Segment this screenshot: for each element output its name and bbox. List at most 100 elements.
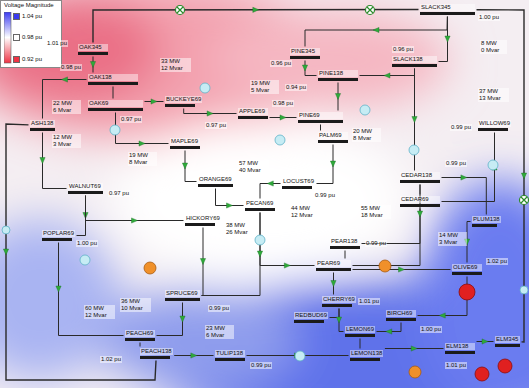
- bus-name: APPLE69: [238, 108, 268, 115]
- bus-bar: [472, 224, 497, 227]
- breaker-cross: [177, 7, 183, 13]
- flow-pie: [275, 135, 285, 145]
- bus-bar: [345, 334, 375, 337]
- bus-bar: [322, 304, 352, 307]
- legend-title: Voltage Magnitude: [3, 2, 55, 9]
- bus-bar: [198, 184, 233, 187]
- value-label: 1.00 pu: [420, 326, 442, 333]
- legend-swatch: [13, 13, 20, 20]
- bus-node: BUCKEYE69: [165, 96, 202, 107]
- bus-node: HICKORY69: [185, 215, 221, 226]
- legend-entry: 0.92 pu: [13, 56, 42, 63]
- bus-bar: [140, 356, 170, 359]
- bus-name: ASH138: [30, 120, 55, 127]
- bus-node: SLACK138: [392, 56, 437, 67]
- bus-bar: [386, 318, 416, 321]
- value-label: 57 MW 40 Mvar: [238, 160, 269, 174]
- bus-name: PLUM138: [472, 216, 501, 223]
- flow-arrow: [302, 65, 307, 71]
- legend-text: 0.98 pu: [22, 34, 42, 40]
- transmission-line: [59, 243, 124, 336]
- breaker: [366, 6, 375, 15]
- bus-bar: [282, 186, 312, 189]
- bus-bar: [42, 238, 72, 241]
- bus-node: PEACH138: [140, 348, 173, 359]
- flow-arrow: [336, 317, 341, 323]
- bus-node: OAK345: [78, 44, 108, 55]
- legend-swatch: [13, 56, 20, 63]
- flow-arrow: [56, 286, 61, 292]
- value-label: 8 MW 0 Mvar: [480, 40, 507, 54]
- flow-arrow: [386, 329, 392, 334]
- legend-entry: 0.98 pu: [13, 34, 42, 41]
- bus-bar: [316, 268, 351, 271]
- flow-arrow: [151, 99, 157, 104]
- bus-node: APPLE69: [238, 108, 268, 119]
- bus-name: SPRUCE69: [165, 290, 200, 297]
- flow-arrow: [384, 73, 390, 78]
- flow-arrow: [227, 203, 233, 208]
- bus-name: PEAR69: [316, 260, 351, 267]
- value-label: 0.94 pu: [285, 84, 307, 91]
- value-label: 1.02 pu: [486, 258, 508, 265]
- overload-pie: [459, 284, 475, 300]
- transmission-line: [305, 17, 447, 47]
- loaded-pie: [379, 260, 391, 272]
- transmission-line: [113, 87, 114, 99]
- value-label: 55 MW 18 Mvar: [360, 205, 391, 219]
- flow-arrow: [330, 161, 335, 167]
- bus-bar: [445, 351, 475, 354]
- overload-pie: [498, 359, 512, 373]
- transmission-line: [260, 184, 281, 199]
- value-label: 20 MW 8 Mvar: [352, 128, 381, 142]
- value-label: 60 MW 12 Mvar: [84, 305, 115, 319]
- flow-pie: [255, 235, 265, 245]
- flow-arrow: [445, 36, 450, 42]
- value-label: 14 MW 3 Mvar: [438, 232, 467, 246]
- bus-name: LOCUST69: [282, 178, 315, 185]
- bus-node: PLUM138: [472, 216, 501, 227]
- bus-bar: [165, 298, 200, 301]
- transmission-line: [116, 113, 169, 144]
- flow-arrow: [335, 94, 340, 100]
- legend-panel: 1.04 pu0.98 pu0.92 pu: [0, 0, 62, 68]
- transmission-line: [320, 125, 321, 131]
- bus-node: ASH138: [30, 120, 55, 131]
- bus-name: PINE345: [290, 48, 320, 55]
- bus-name: BUCKEYE69: [165, 96, 202, 103]
- bus-node: LEMON138: [350, 350, 383, 361]
- flow-arrow: [373, 27, 379, 32]
- flow-arrow: [267, 181, 273, 186]
- bus-node: CEDAR69: [400, 196, 440, 207]
- legend-text: 0.92 pu: [22, 56, 42, 62]
- flow-arrow: [182, 163, 187, 169]
- bus-bar: [78, 52, 108, 55]
- bus-name: WALNUT69: [68, 183, 103, 190]
- bus-bar: [294, 320, 324, 323]
- bus-bar: [495, 344, 520, 347]
- bus-name: PINE69: [298, 112, 343, 119]
- bus-name: CHERRY69: [322, 296, 356, 303]
- value-label: 0.99 pu: [250, 362, 272, 369]
- bus-node: SPRUCE69: [165, 290, 200, 301]
- value-label: 19 MW 8 Mvar: [128, 152, 157, 166]
- value-label: 0.99 pu: [450, 124, 472, 131]
- bus-bar: [68, 191, 103, 194]
- value-label: 12 MW 3 Mvar: [52, 134, 81, 148]
- contour-high: [420, 180, 529, 388]
- flow-arrow: [280, 115, 286, 120]
- breaker-cross: [521, 197, 527, 203]
- bus-name: CEDAR69: [400, 196, 440, 203]
- bus-node: ELM138: [445, 343, 475, 354]
- value-label: 22 MW 6 Mvar: [52, 100, 81, 114]
- bus-bar: [215, 358, 245, 361]
- flow-arrow: [439, 313, 445, 318]
- value-label: 36 MW 10 Mvar: [120, 298, 151, 312]
- flow-pie: [409, 145, 419, 155]
- bus-bar: [400, 204, 440, 207]
- bus-node: SLACK345: [420, 4, 475, 15]
- bus-name: PEACH69: [125, 330, 155, 337]
- breaker-cross: [367, 7, 373, 13]
